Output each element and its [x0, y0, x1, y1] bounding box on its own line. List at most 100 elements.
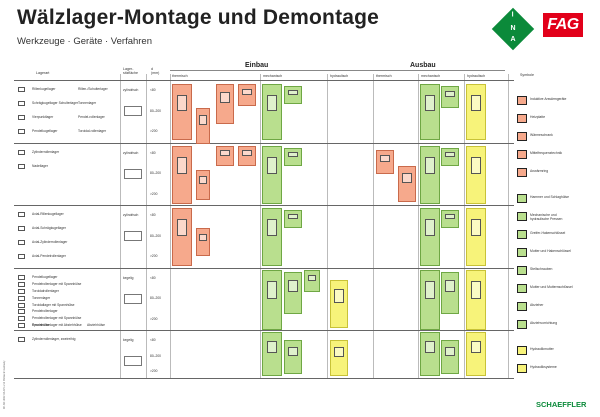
legend-swatch: [517, 302, 527, 311]
legend-label: Mittelfrequenztechnik: [530, 151, 563, 155]
tool-sketch: [424, 94, 436, 111]
bearing-icon: [18, 240, 25, 245]
bearing-icon: [18, 212, 25, 217]
bearing-type-label: Pendelrollenlager mit Spannhülse: [32, 281, 82, 286]
bearing-type-label: Tonnenlager: [32, 295, 51, 300]
tool-sketch: [307, 274, 317, 281]
bearing-type-label: Pendelrollenlager mit Spannhülse: [32, 316, 82, 321]
bearing-icon: [18, 254, 25, 259]
method-cell: [262, 270, 282, 330]
fag-logo: FAG: [543, 13, 583, 37]
method-cell: [196, 170, 210, 200]
bearing-type-label: Pendelkugellager: [32, 275, 58, 279]
bearing-icon: [18, 226, 25, 231]
legend-label: Stellschrauben: [530, 267, 553, 271]
bearing-type-label: Pendelrollenlager mit Abziehhülse: [32, 323, 82, 328]
legend-label: Abzieher: [530, 303, 544, 307]
bearing-type-label: Axial-Schrägkugellager: [32, 226, 66, 230]
bearing-type-label: Tonnenlager: [78, 101, 97, 105]
ina-letter-i: I: [511, 11, 514, 19]
tool-sketch: [334, 289, 344, 304]
row-separator: [14, 330, 514, 331]
method-cell: [420, 146, 440, 204]
col-ausbau: Ausbau: [410, 62, 436, 69]
col-ausbau-hydraulisch: hydraulisch: [467, 74, 486, 78]
tool-sketch: [266, 340, 278, 354]
tool-sketch: [445, 213, 455, 219]
bearing-type-label: Toroidalrollenlager: [32, 288, 59, 293]
row-separator: [14, 378, 514, 379]
ina-logo: I N A: [491, 7, 535, 51]
tool-sketch: [266, 94, 278, 111]
bearing-icon: [18, 101, 25, 106]
bearing-type-label: Pendel-rollenlager: [78, 115, 105, 119]
bearing-type-label: Rillen-/Schulterlager: [78, 87, 108, 91]
schaeffler-logo: SCHAEFFLER: [536, 400, 587, 409]
col-ausbau-thermisch: thermisch: [376, 74, 392, 78]
legend-label: Greifer-Hakenschlüssel: [530, 231, 566, 235]
col-lagersitz: Lager-sitzfläche: [123, 67, 138, 75]
legend-swatch: [517, 114, 527, 123]
page-subtitle: Werkzeuge · Geräte · Verfahren: [17, 36, 152, 47]
tool-sketch: [176, 219, 188, 236]
col-einbau-thermisch: thermisch: [172, 74, 188, 78]
column-divider: [418, 74, 419, 379]
bearing-type-label: Zylinderrollenlager, zweireihig: [32, 337, 76, 341]
bearing-type-label: Spannhülse: [32, 323, 50, 327]
method-cell: [420, 332, 440, 376]
column-divider: [260, 74, 261, 379]
size-range-label: 80–200: [150, 353, 162, 358]
legend-label: Hydraulikmutter: [530, 347, 554, 351]
col-lagerart: Lagerart: [36, 71, 50, 75]
method-cell: [172, 84, 192, 140]
tool-sketch: [470, 94, 482, 111]
col-einbau-mechanisch: mechanisch: [263, 74, 283, 78]
tool-sketch: [445, 151, 455, 157]
method-cell: [172, 208, 192, 266]
legend-swatch: [517, 320, 527, 329]
legend-label: Mechanische und hydraulische Pressen: [530, 213, 563, 221]
legend-label: Anwärmring: [530, 169, 549, 173]
tool-sketch: [266, 157, 278, 174]
legend-swatch: [517, 150, 527, 159]
legend-swatch: [517, 230, 527, 239]
legend-label: Induktive Anwärmgeräte: [530, 97, 567, 101]
bearing-icon: [18, 337, 25, 342]
seat-label: kegelig: [123, 338, 134, 342]
column-divider: [373, 74, 374, 379]
tool-sketch: [288, 151, 298, 157]
tool-sketch: [242, 88, 252, 95]
method-cell: [330, 340, 348, 376]
ina-letter-n: N: [510, 24, 516, 32]
tool-sketch: [380, 154, 390, 162]
seat-sketch: [124, 356, 142, 366]
size-range-label: 80–200: [150, 171, 162, 176]
method-cell: [284, 340, 302, 374]
tool-sketch: [288, 213, 298, 219]
method-cell: [330, 280, 348, 328]
method-cell: [466, 270, 486, 330]
ausbau-underline: [375, 70, 505, 71]
column-divider: [327, 74, 328, 379]
tool-sketch: [266, 281, 278, 299]
bearing-icon: [18, 295, 25, 301]
bearing-icon: [18, 281, 25, 287]
tool-sketch: [176, 94, 188, 111]
bearing-icon: [18, 150, 25, 155]
col-einbau: Einbau: [245, 62, 269, 69]
tool-sketch: [220, 150, 230, 156]
column-divider: [464, 74, 465, 379]
size-range-label: 80–200: [150, 108, 162, 113]
method-cell: [262, 332, 282, 376]
bearing-type-label: Schrägkugellager Schulterlager: [32, 101, 79, 105]
ina-letter-a: A: [510, 36, 516, 44]
method-cell: [398, 166, 416, 202]
method-cell: [466, 84, 486, 140]
size-range-label: <80: [150, 213, 156, 217]
method-cell: [262, 84, 282, 140]
doc-code: WL 80 100/2 DA 07.11/12 Printed in Germa…: [3, 360, 6, 409]
method-cell: [284, 148, 302, 166]
legend-swatch: [517, 284, 527, 293]
seat-label: zylindrisch: [123, 88, 139, 92]
